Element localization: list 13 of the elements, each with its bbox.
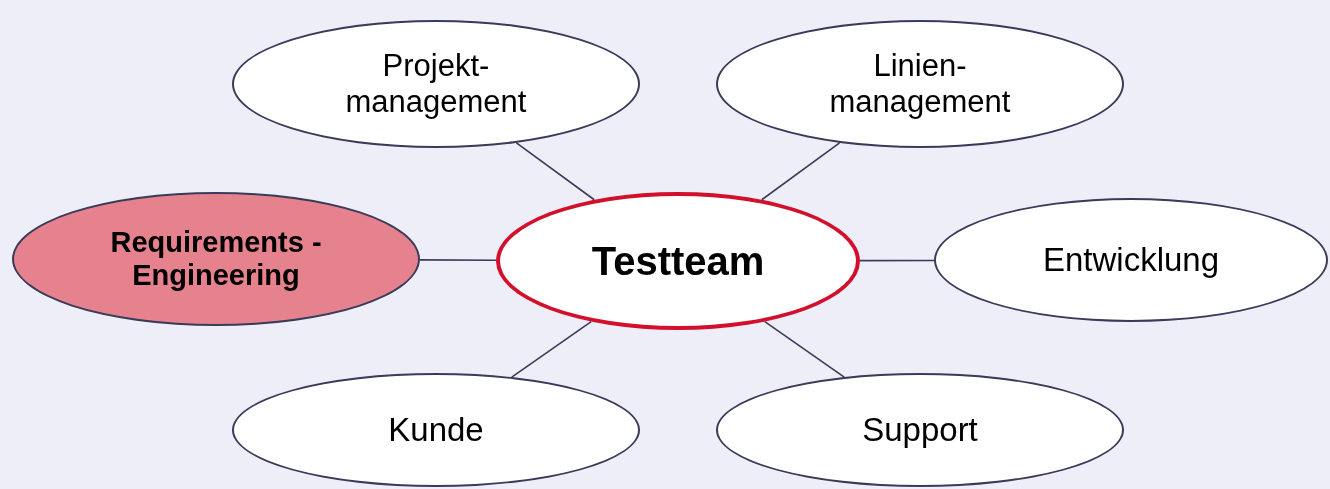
node-label: Entwicklung xyxy=(1042,241,1220,279)
node-label: Support xyxy=(862,411,978,449)
connector-line xyxy=(510,320,592,378)
node-label: Projekt- management xyxy=(344,48,528,120)
node-label: Requirements -Engineering xyxy=(109,225,323,293)
node-label: Linien- management xyxy=(828,48,1012,120)
connector-line xyxy=(764,320,845,378)
node-label: Testteam xyxy=(591,238,765,284)
connector-line xyxy=(859,259,935,262)
connector-line xyxy=(419,259,497,261)
node-label: Kunde xyxy=(388,411,484,449)
connector-line xyxy=(515,142,596,201)
connector-line xyxy=(760,142,841,201)
